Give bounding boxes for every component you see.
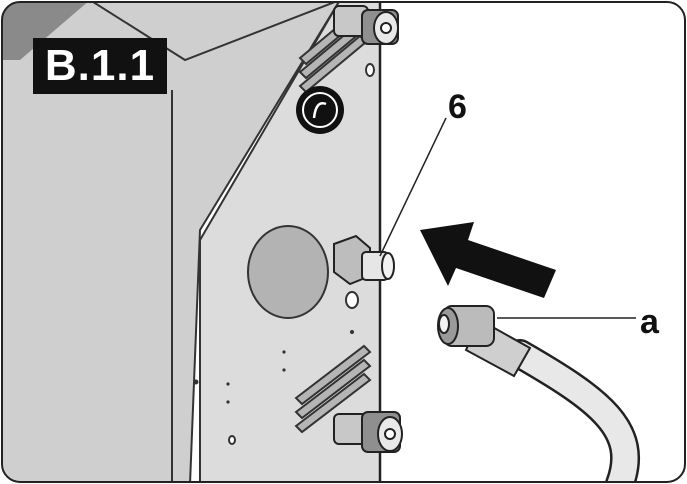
panel-dots bbox=[193, 330, 354, 404]
callout-label-a: a bbox=[640, 303, 659, 341]
pressure-gauge-icon bbox=[296, 86, 344, 134]
cover-plate bbox=[247, 225, 329, 319]
bottom-connector bbox=[333, 411, 403, 453]
hose-fitting-a bbox=[437, 305, 495, 347]
top-edge-line bbox=[89, 2, 341, 62]
top-connector bbox=[333, 5, 399, 45]
insert-direction-arrow bbox=[420, 222, 556, 298]
appliance-top-shadow bbox=[2, 2, 90, 60]
inlet-connector-6 bbox=[333, 234, 395, 286]
leader-line-6 bbox=[379, 117, 447, 257]
appliance-side-panel bbox=[2, 2, 342, 482]
bottom-vent-slots bbox=[294, 344, 372, 434]
step-badge: B.1.1 bbox=[33, 38, 167, 94]
panel-holes bbox=[228, 63, 375, 445]
callout-label-6: 6 bbox=[448, 88, 467, 126]
